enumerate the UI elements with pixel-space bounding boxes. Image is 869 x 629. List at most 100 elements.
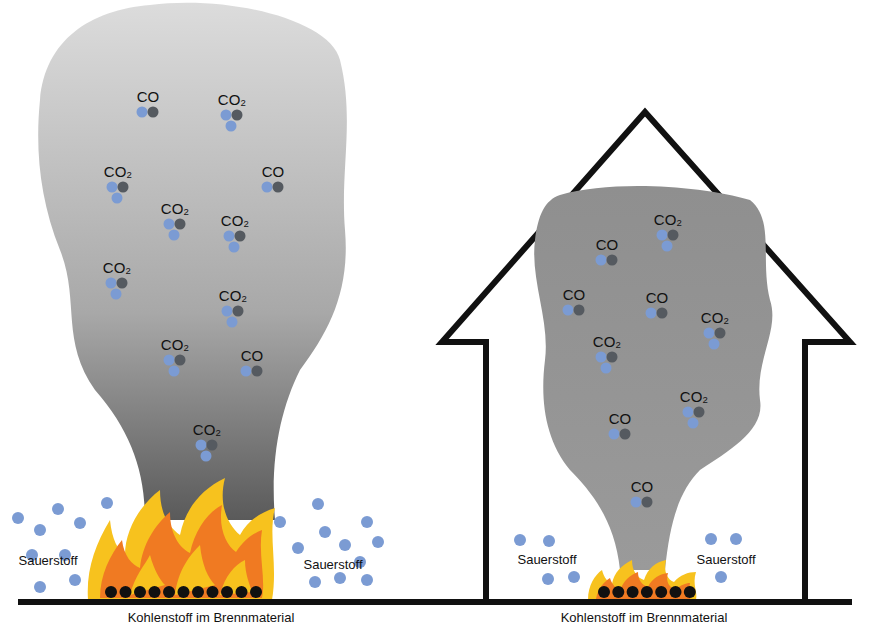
atom-dot bbox=[631, 497, 642, 508]
atom-dot bbox=[620, 429, 631, 440]
atom-dot bbox=[274, 516, 286, 528]
molecule-label: CO₂ bbox=[680, 389, 708, 404]
atom-dot bbox=[704, 328, 715, 339]
atom-dot bbox=[149, 586, 161, 598]
atom-dot bbox=[164, 219, 175, 230]
atom-dot bbox=[250, 586, 262, 598]
atom-dot bbox=[612, 586, 624, 598]
atom-dot bbox=[609, 429, 620, 440]
molecule-label: CO₂ bbox=[219, 288, 247, 303]
molecule-label: CO bbox=[596, 237, 619, 252]
atom-dot bbox=[137, 107, 148, 118]
atom-dot bbox=[334, 572, 346, 584]
molecule-label: CO bbox=[646, 290, 669, 305]
house-outline bbox=[442, 112, 850, 602]
atom-dot bbox=[236, 586, 248, 598]
atom-dot bbox=[222, 306, 233, 317]
molecule-label: CO bbox=[262, 164, 285, 179]
atom-dot bbox=[641, 586, 653, 598]
molecule-label: CO₂ bbox=[161, 201, 189, 216]
oxygen-dots bbox=[12, 497, 742, 593]
atom-dot bbox=[312, 498, 324, 510]
atom-dot bbox=[684, 586, 696, 598]
molecule-label: CO₂ bbox=[593, 334, 621, 349]
molecule-label: CO bbox=[631, 479, 654, 494]
ground-line bbox=[18, 599, 852, 605]
atom-dot bbox=[642, 497, 653, 508]
oxygen-label: Sauerstoff bbox=[517, 553, 576, 566]
atom-dot bbox=[607, 255, 618, 266]
atom-dot bbox=[112, 193, 123, 204]
molecule-label: CO bbox=[137, 89, 160, 104]
atom-dot bbox=[709, 339, 720, 350]
atom-dot bbox=[361, 516, 373, 528]
atom-dot bbox=[196, 440, 207, 451]
molecule-label: CO bbox=[563, 287, 586, 302]
molecule-label: CO₂ bbox=[221, 213, 249, 228]
molecules bbox=[106, 107, 726, 508]
fire bbox=[88, 478, 275, 600]
atom-dot bbox=[169, 366, 180, 377]
atom-dot bbox=[229, 242, 240, 253]
atom-dot bbox=[111, 289, 122, 300]
atom-dot bbox=[201, 451, 212, 462]
atom-dot bbox=[657, 308, 668, 319]
atom-dot bbox=[574, 305, 585, 316]
atom-dot bbox=[273, 182, 284, 193]
atom-dot bbox=[627, 586, 639, 598]
atom-dot bbox=[175, 219, 186, 230]
smoke-plume bbox=[534, 186, 772, 570]
atom-dot bbox=[175, 355, 186, 366]
oxygen-label: Sauerstoff bbox=[696, 553, 755, 566]
atom-dot bbox=[568, 571, 580, 583]
atom-dot bbox=[662, 241, 673, 252]
atom-dot bbox=[120, 586, 132, 598]
atom-dot bbox=[655, 586, 667, 598]
atom-dot bbox=[134, 586, 146, 598]
atom-dot bbox=[730, 533, 742, 545]
atom-dot bbox=[148, 107, 159, 118]
fuel-label: Kohlenstoff im Brennmaterial bbox=[561, 611, 728, 624]
atom-dot bbox=[596, 255, 607, 266]
molecule-label: CO₂ bbox=[218, 92, 246, 107]
atom-dot bbox=[232, 110, 243, 121]
molecule-label: CO bbox=[609, 411, 632, 426]
molecule-label: CO₂ bbox=[701, 310, 729, 325]
atom-dot bbox=[646, 308, 657, 319]
atom-dot bbox=[715, 571, 727, 583]
atom-dot bbox=[694, 407, 705, 418]
atom-dot bbox=[514, 534, 526, 546]
atom-dot bbox=[106, 278, 117, 289]
atom-dot bbox=[598, 586, 610, 598]
atom-dot bbox=[670, 586, 682, 598]
atom-dot bbox=[543, 535, 555, 547]
smoke-plume bbox=[38, 3, 347, 520]
atom-dot bbox=[715, 328, 726, 339]
atom-dot bbox=[74, 517, 86, 529]
atom-dot bbox=[52, 503, 64, 515]
atom-dot bbox=[224, 231, 235, 242]
atom-dot bbox=[163, 586, 175, 598]
atom-dot bbox=[235, 231, 246, 242]
atom-dot bbox=[309, 576, 321, 588]
atom-dot bbox=[688, 418, 699, 429]
atom-dot bbox=[542, 573, 554, 585]
atom-dot bbox=[601, 363, 612, 374]
atom-dot bbox=[69, 574, 81, 586]
atom-dot bbox=[164, 355, 175, 366]
atom-dot bbox=[192, 586, 204, 598]
atom-dot bbox=[361, 574, 373, 586]
atom-dot bbox=[178, 586, 190, 598]
atom-dot bbox=[339, 539, 351, 551]
atom-dot bbox=[233, 306, 244, 317]
atom-dot bbox=[252, 366, 263, 377]
atom-dot bbox=[117, 278, 128, 289]
atom-dot bbox=[607, 352, 618, 363]
atom-dot bbox=[207, 440, 218, 451]
atom-dot bbox=[596, 352, 607, 363]
atom-dot bbox=[226, 121, 237, 132]
atom-dot bbox=[292, 542, 304, 554]
atom-dot bbox=[107, 182, 118, 193]
